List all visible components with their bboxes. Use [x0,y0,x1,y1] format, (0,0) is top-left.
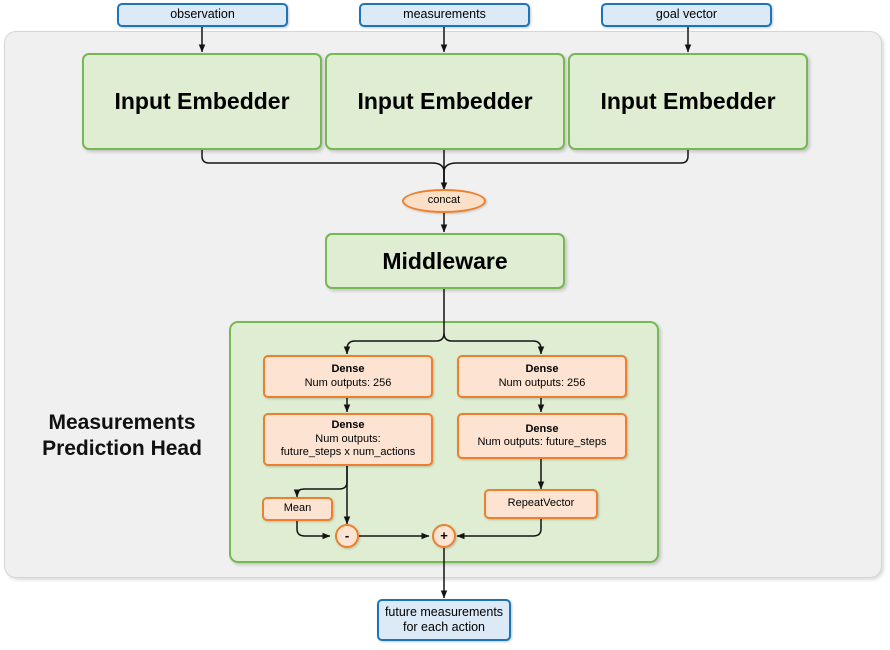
right-dense-256-detail: Num outputs: 256 [498,376,586,389]
edge-embedder1-to-concat [201,150,445,185]
input-box-measurements-label: measurements [403,7,486,22]
input-embedder-measurements-label: Input Embedder [357,88,533,115]
subtract-operator-node[interactable]: - [335,524,359,548]
right-dense-futuresteps-node[interactable]: Dense Num outputs: future_steps [457,413,627,459]
mean-node[interactable]: Mean [262,497,333,521]
repeat-vector-node[interactable]: RepeatVector [484,489,598,519]
concat-node-label: concat [427,194,461,207]
left-dense-futuresteps-numactions-title: Dense [331,419,365,432]
input-embedder-measurements[interactable]: Input Embedder [325,53,565,150]
edge-embedder3-to-concat [443,150,689,185]
output-box-future-measurements[interactable]: future measurements for each action [377,599,511,641]
input-embedder-goal-vector-label: Input Embedder [600,88,776,115]
left-dense-256-title: Dense [331,363,365,376]
input-embedder-observation-label: Input Embedder [114,88,290,115]
add-operator-node[interactable]: + [432,524,456,548]
concat-node[interactable]: concat [402,189,486,213]
middleware-node[interactable]: Middleware [325,233,565,289]
edge-split-to-left-dense1 [343,332,445,355]
middleware-node-label: Middleware [382,247,508,274]
input-embedder-observation[interactable]: Input Embedder [82,53,322,150]
subtract-operator-label: - [344,528,350,544]
edge-mean-to-minus [296,521,331,540]
left-dense-futuresteps-numactions-node[interactable]: Dense Num outputs: future_steps x num_ac… [263,413,433,466]
edge-repeatvector-to-plus [456,519,542,540]
repeat-vector-label: RepeatVector [507,497,575,510]
input-box-observation[interactable]: observation [117,3,288,27]
prediction-head-title-line2: Prediction Head [42,437,202,461]
left-dense-256-detail: Num outputs: 256 [304,376,392,389]
input-box-measurements[interactable]: measurements [359,3,530,27]
add-operator-label: + [440,528,448,544]
edge-split-to-right-dense1 [443,332,545,355]
left-dense-futuresteps-numactions-detail-line1: Num outputs: [315,432,381,445]
edge-left-dense2-to-mean [293,466,348,498]
prediction-head-title: Measurements Prediction Head [22,410,222,463]
input-box-observation-label: observation [170,7,235,22]
left-dense-256-node[interactable]: Dense Num outputs: 256 [263,355,433,398]
input-box-goal-vector[interactable]: goal vector [601,3,772,27]
input-embedder-goal-vector[interactable]: Input Embedder [568,53,808,150]
prediction-head-title-line1: Measurements [48,411,196,434]
mean-node-label: Mean [283,502,312,515]
left-dense-futuresteps-numactions-detail-line2: future_steps x num_actions [280,446,416,459]
right-dense-futuresteps-detail: Num outputs: future_steps [477,436,607,448]
input-box-goal-vector-label: goal vector [655,7,718,22]
right-dense-futuresteps-title: Dense [525,422,559,435]
output-box-line2: for each action [403,620,485,634]
right-dense-256-title: Dense [525,363,559,376]
output-box-line1: future measurements [384,604,504,619]
right-dense-256-node[interactable]: Dense Num outputs: 256 [457,355,627,398]
